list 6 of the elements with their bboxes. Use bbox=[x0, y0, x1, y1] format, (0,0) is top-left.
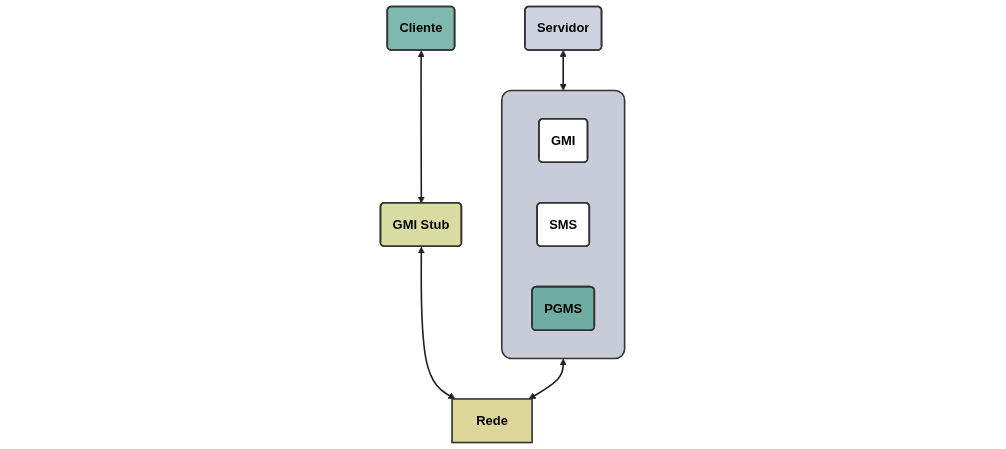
arrow bbox=[560, 50, 568, 91]
arrow bbox=[418, 50, 426, 204]
cluster bbox=[501, 89, 626, 360]
node-box: Rede bbox=[451, 398, 534, 444]
arrow bbox=[418, 246, 456, 400]
arrow bbox=[529, 358, 568, 400]
